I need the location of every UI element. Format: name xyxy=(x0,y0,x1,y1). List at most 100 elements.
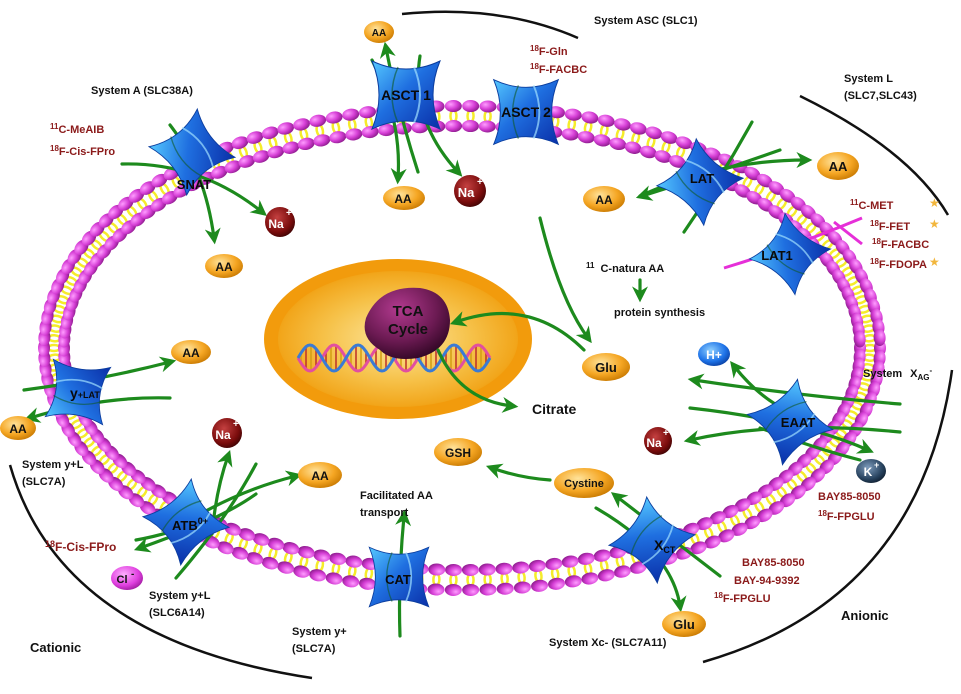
tracer-isotope: 18 xyxy=(50,144,59,153)
tracer-eaat-1: 18F-FPGLU xyxy=(818,509,875,523)
tracer-isotope: 18 xyxy=(872,237,881,246)
lipid-head xyxy=(461,120,479,133)
lipid-head xyxy=(561,128,579,141)
dna-helix xyxy=(296,343,492,373)
eaat-label: EAAT xyxy=(781,415,815,430)
arrow-glu-to-tca xyxy=(449,311,586,352)
tracer-xc-1: BAY-94-9392 xyxy=(734,575,800,587)
lipid-head xyxy=(597,114,615,127)
lipid-head xyxy=(252,533,270,546)
tracer-a-1: 18F-Cis-FPro xyxy=(50,144,115,158)
na-ion-asct: Na+ xyxy=(454,175,486,207)
svg-text:-: - xyxy=(131,569,134,580)
svg-text:Cystine: Cystine xyxy=(564,478,604,490)
tracer-isotope: 18 xyxy=(45,539,55,549)
lipid-head xyxy=(297,137,315,151)
lipid-head xyxy=(768,181,785,195)
lipid-head xyxy=(581,111,599,124)
lipid-head xyxy=(461,563,479,576)
tca-label-line2: Cycle xyxy=(388,321,428,338)
cat-label: CAT xyxy=(385,572,411,587)
tracer-asc-1: 18F-FACBC xyxy=(530,62,587,76)
tracer-asc-0: 18F-Gln xyxy=(530,44,568,58)
svg-text:GSH: GSH xyxy=(445,446,471,460)
lipid-head xyxy=(479,583,497,596)
lipid-head xyxy=(609,137,627,151)
lipid-head xyxy=(246,552,264,565)
tracer-name: F-FPGLU xyxy=(723,593,771,605)
system-yl-atb-line2: (SLC6A14) xyxy=(149,607,205,619)
tracer-isotope: 18 xyxy=(714,591,723,600)
svg-text:AA: AA xyxy=(595,193,613,207)
h-ion: H+ xyxy=(698,342,730,366)
system-yl-left-line2: (SLC7A) xyxy=(22,476,66,488)
system-a-label: System A (SLC38A) xyxy=(91,85,193,97)
tracer-name: F-FACBC xyxy=(539,64,587,76)
tracer-isotope: 18 xyxy=(530,44,539,53)
lipid-head xyxy=(577,552,595,565)
lipid-head xyxy=(614,118,631,131)
tracer-isotope: 18 xyxy=(870,257,879,266)
facilitated-transport-line2: transport xyxy=(360,507,409,519)
anionic-arc xyxy=(702,369,954,664)
citrate-label: Citrate xyxy=(532,401,577,417)
lipid-head xyxy=(624,141,642,154)
lat-label: LAT xyxy=(690,171,714,186)
lipid-head xyxy=(744,515,761,530)
glu-intracellular: Glu xyxy=(582,353,630,381)
svg-text:K: K xyxy=(864,465,873,479)
tracer-name: F-FACBC xyxy=(881,239,929,251)
lipid-head xyxy=(394,122,412,135)
lipid-head xyxy=(561,555,579,568)
lipid-head xyxy=(639,145,657,159)
svg-text:H+: H+ xyxy=(706,348,722,362)
lipid-head xyxy=(345,555,363,568)
lipid-head xyxy=(462,583,480,596)
system-asc-label: System ASC (SLC1) xyxy=(594,15,698,27)
snat-label: SNAT xyxy=(177,177,211,192)
lipid-head xyxy=(564,108,582,121)
lipid-head xyxy=(361,125,379,139)
svg-text:Glu: Glu xyxy=(673,617,695,632)
lipid-head xyxy=(293,565,310,578)
lipid-head xyxy=(267,537,285,551)
lipid-head xyxy=(873,329,886,347)
svg-text:Na: Na xyxy=(215,428,231,442)
lipid-head xyxy=(495,562,513,575)
aa-intracellular-asct: AA xyxy=(383,186,425,210)
lipid-head xyxy=(325,111,343,124)
tracer-l-1: 18F-FET xyxy=(870,219,910,233)
tracer-isotope: 18 xyxy=(818,509,827,518)
lipid-head xyxy=(293,118,310,131)
lipid-head xyxy=(581,572,599,585)
tracer-atb-0: 18F-Cis-FPro xyxy=(45,539,116,554)
svg-text:+: + xyxy=(663,428,669,439)
svg-text:AA: AA xyxy=(394,192,412,206)
lat1-label: LAT1 xyxy=(761,248,793,263)
lipid-head xyxy=(478,120,496,133)
xct-label: XCT xyxy=(654,537,676,555)
lipid-head xyxy=(444,583,462,596)
asc-arc xyxy=(401,10,579,40)
lipid-head xyxy=(329,131,347,144)
tracer-name: F-Gln xyxy=(539,46,568,58)
tracer-isotope: 18 xyxy=(530,62,539,71)
lipid-head xyxy=(282,542,300,555)
system-yl-left-line1: System y+L xyxy=(22,459,84,471)
grouping-arcs xyxy=(8,10,954,680)
lipid-head xyxy=(444,100,462,113)
svg-text:+: + xyxy=(286,208,292,219)
system-xc-label: System Xc- (SLC7A11) xyxy=(549,637,667,649)
facilitated-transport-line1: Facilitated AA xyxy=(360,490,433,502)
tracer-a-0: 11C-MeAIB xyxy=(50,122,104,136)
tracer-eaat-0: BAY85-8050 xyxy=(818,491,881,503)
aa-extracellular-asct: AA xyxy=(364,21,394,43)
lipid-head xyxy=(660,131,678,144)
lipid-head xyxy=(267,145,285,159)
lipid-head xyxy=(462,100,480,113)
lipid-head xyxy=(329,552,347,565)
tracer-name: F-FPGLU xyxy=(827,511,875,523)
